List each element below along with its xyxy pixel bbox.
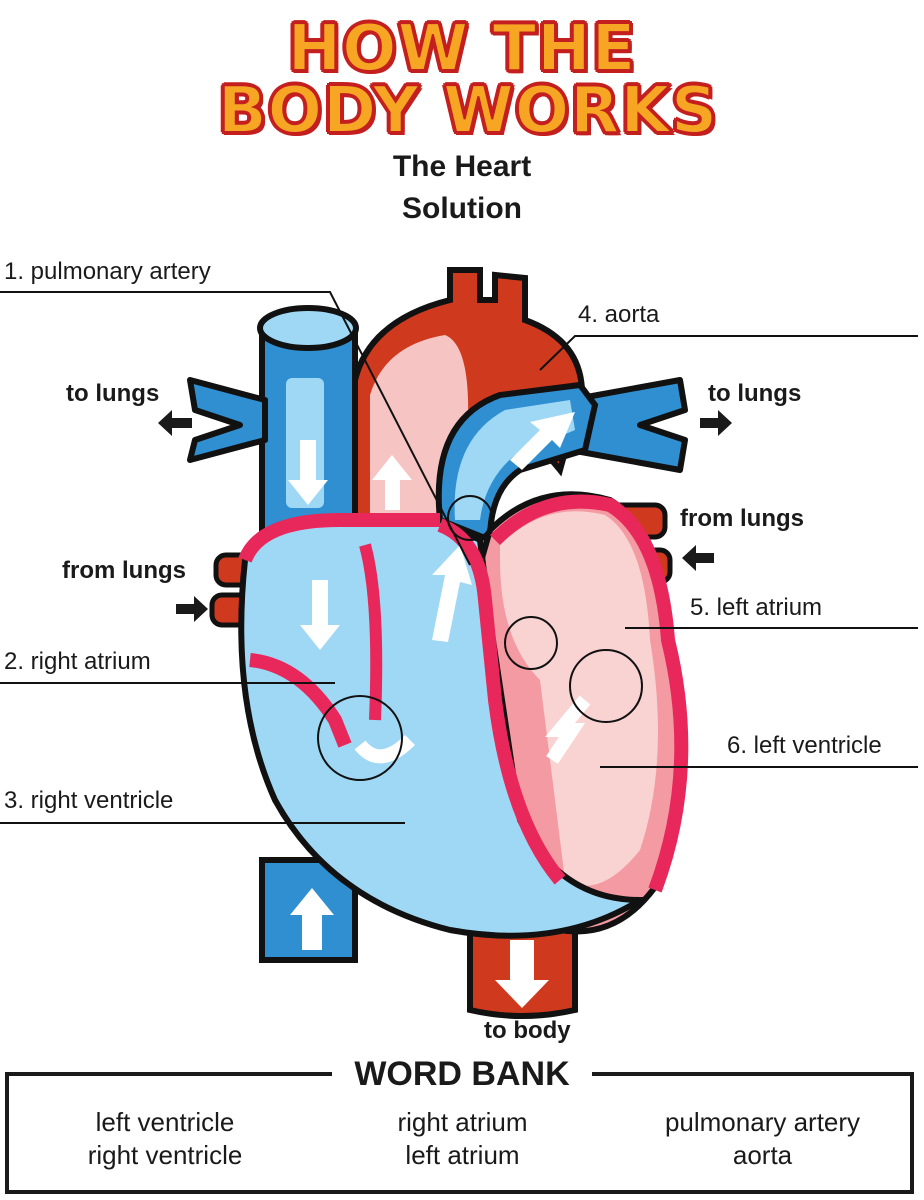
word-bank-item: right atrium [397,1107,528,1137]
word-bank-column-3: pulmonary artery aorta [640,1106,885,1172]
arrow-right-icon [176,596,208,622]
word-bank-item: left atrium [405,1140,520,1170]
word-bank-column-1: left ventricle right ventricle [60,1106,270,1172]
direction-arrows [158,410,732,622]
from-lungs-right-text: from lungs [680,505,804,532]
page-title: The Heart [392,150,532,183]
vena-cava [257,305,359,963]
label-pulmonary-artery: 1. pulmonary artery [4,258,211,285]
page-subtitle: Solution [402,192,522,225]
label-right-atrium: 2. right atrium [4,648,151,675]
from-lungs-left-text: from lungs [62,557,186,584]
label-left-ventricle: 6. left ventricle [727,732,882,759]
arrow-right-icon [700,410,732,436]
word-bank-item: left ventricle [95,1107,235,1137]
right-heart [238,495,651,939]
word-bank-column-2: right atrium left atrium [370,1106,555,1172]
to-lungs-right-text: to lungs [708,380,802,407]
word-bank-item: right ventricle [87,1140,243,1170]
arrow-left-icon [158,410,192,436]
descending-aorta [467,927,578,1019]
logo-line-1: HOW THE [287,11,637,87]
word-bank-item: aorta [732,1140,793,1170]
to-lungs-left-text: to lungs [66,380,160,407]
how-the-body-works-logo: HOW THE BODY WORKS [0,4,924,149]
logo-line-2: BODY WORKS [217,73,719,149]
arrow-left-icon [682,545,714,571]
leader-lines [0,291,918,824]
label-aorta: 4. aorta [578,301,660,328]
label-left-atrium: 5. left atrium [690,594,823,621]
word-bank-title: WORD BANK [332,1054,592,1094]
pulmonary-artery [187,377,688,545]
word-bank-item: pulmonary artery [664,1107,861,1137]
to-body-text: to body [484,1017,571,1044]
label-right-ventricle: 3. right ventricle [4,787,174,814]
